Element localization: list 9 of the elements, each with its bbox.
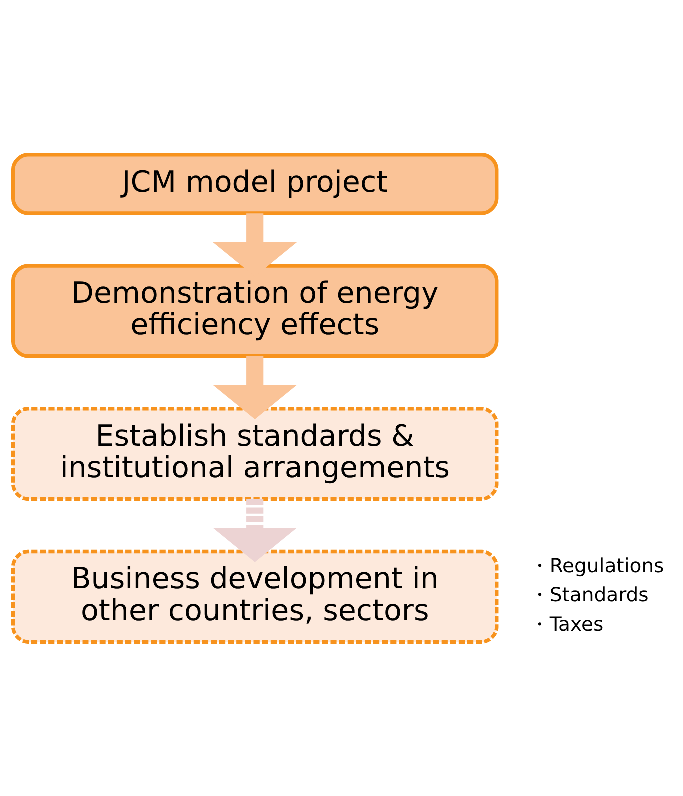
node-box: Demonstration of energy efficiency effects — [11, 264, 499, 358]
label: ・Taxes — [530, 612, 604, 636]
node-box: Establish standards & institutional arrangements — [11, 406, 499, 501]
arrow — [213, 498, 298, 562]
arrow — [213, 356, 298, 419]
node-box: Business development in other countries, sectors — [11, 549, 499, 644]
node-box: JCM model project — [11, 152, 499, 215]
label: ・Regulations — [530, 554, 664, 577]
label: ・Standards — [530, 583, 649, 606]
